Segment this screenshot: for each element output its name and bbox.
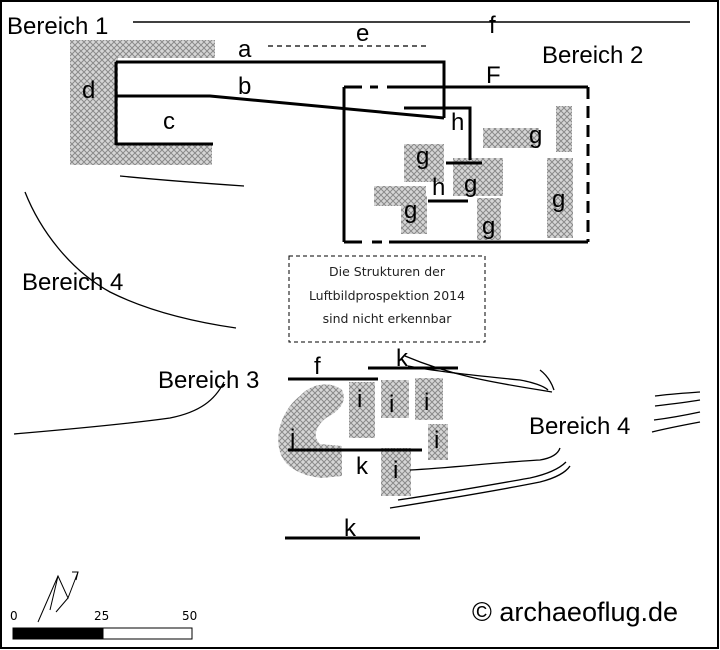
letter-d: d bbox=[82, 77, 95, 104]
hatched-g-3 bbox=[404, 144, 444, 182]
hatched-i-2 bbox=[381, 380, 409, 418]
area-1-features bbox=[70, 21, 690, 165]
curve-1 bbox=[119, 175, 245, 187]
area-2-features bbox=[342, 85, 590, 244]
letter-g-2: g bbox=[416, 143, 429, 170]
label-bereich-4-right: Bereich 4 bbox=[529, 413, 630, 440]
curve-r9 bbox=[397, 461, 567, 501]
letter-h-1: h bbox=[451, 109, 464, 136]
letter-c: c bbox=[163, 108, 175, 135]
letter-k-1: k bbox=[396, 345, 409, 372]
letter-g-1: g bbox=[529, 122, 542, 149]
area-4-right-curves bbox=[389, 355, 701, 509]
curve-r4 bbox=[654, 391, 701, 397]
curve-r2 bbox=[407, 365, 549, 391]
area-3-features bbox=[278, 366, 458, 540]
letter-g-5: g bbox=[552, 186, 565, 213]
letter-i-5: i bbox=[393, 457, 398, 484]
scale-label-50: 50 bbox=[182, 609, 197, 623]
hatched-g-7 bbox=[477, 198, 501, 240]
letter-g-4: g bbox=[404, 197, 417, 224]
area-4-left-curves bbox=[13, 175, 245, 435]
letter-e: e bbox=[356, 20, 369, 47]
hatched-i-5 bbox=[381, 448, 411, 496]
scale-segment-dark bbox=[12, 627, 104, 640]
letter-b: b bbox=[238, 73, 251, 100]
hatched-i-3 bbox=[415, 378, 443, 420]
letter-f-top: f bbox=[489, 12, 496, 39]
scale-bar: 0 25 50 bbox=[10, 609, 197, 640]
hatched-g-1 bbox=[483, 128, 539, 148]
hatched-i-4 bbox=[428, 424, 448, 460]
note-line-1: Die Strukturen der bbox=[329, 264, 446, 279]
letter-F: F bbox=[486, 62, 501, 89]
line-b bbox=[116, 94, 445, 120]
label-bereich-1: Bereich 1 bbox=[7, 13, 108, 40]
note-frame bbox=[288, 255, 486, 343]
letter-k-2: k bbox=[356, 453, 369, 480]
letter-k-3: k bbox=[344, 515, 357, 542]
curve-r10 bbox=[389, 465, 571, 509]
curve-2 bbox=[24, 191, 237, 329]
line-a bbox=[116, 60, 446, 118]
letter-h-2: h bbox=[432, 174, 445, 201]
label-bereich-3: Bereich 3 bbox=[158, 367, 259, 394]
letter-f-lower: f bbox=[314, 353, 321, 380]
label-bereich-2: Bereich 2 bbox=[542, 42, 643, 69]
line-h-upper bbox=[404, 106, 472, 160]
credit-text: © archaeoflug.de bbox=[472, 597, 678, 627]
label-bereich-4-left: Bereich 4 bbox=[22, 269, 123, 296]
scale-label-25: 25 bbox=[94, 609, 109, 623]
letter-g-3: g bbox=[464, 171, 477, 198]
hatched-g-2 bbox=[556, 106, 572, 152]
curve-r7 bbox=[651, 421, 701, 433]
curve-3 bbox=[13, 381, 225, 435]
curve-r3 bbox=[539, 369, 555, 391]
curve-r6 bbox=[653, 411, 701, 421]
note-box: Die Strukturen der Luftbildprospektion 2… bbox=[288, 255, 486, 343]
scale-segment-light bbox=[102, 627, 193, 640]
note-line-2: Luftbildprospektion 2014 bbox=[309, 288, 465, 303]
hatched-g-6 bbox=[401, 196, 427, 234]
letter-i-2: i bbox=[389, 391, 394, 418]
scale-label-0: 0 bbox=[10, 609, 18, 623]
hatched-structure-d bbox=[70, 40, 215, 165]
letter-j: j bbox=[289, 425, 295, 452]
hatched-g-8 bbox=[547, 158, 573, 238]
curve-r8 bbox=[409, 447, 561, 471]
hatched-j bbox=[278, 384, 344, 478]
letter-i-3: i bbox=[424, 389, 429, 416]
letter-i-1: i bbox=[357, 386, 362, 413]
letter-a: a bbox=[238, 36, 252, 63]
letter-g-6: g bbox=[482, 213, 495, 240]
note-line-3: sind nicht erkennbar bbox=[323, 311, 453, 326]
curve-r5 bbox=[654, 399, 701, 407]
north-arrow-icon bbox=[37, 571, 79, 623]
letter-i-4: i bbox=[434, 427, 439, 454]
hatched-i-1 bbox=[349, 382, 375, 438]
curve-r1 bbox=[404, 355, 553, 393]
